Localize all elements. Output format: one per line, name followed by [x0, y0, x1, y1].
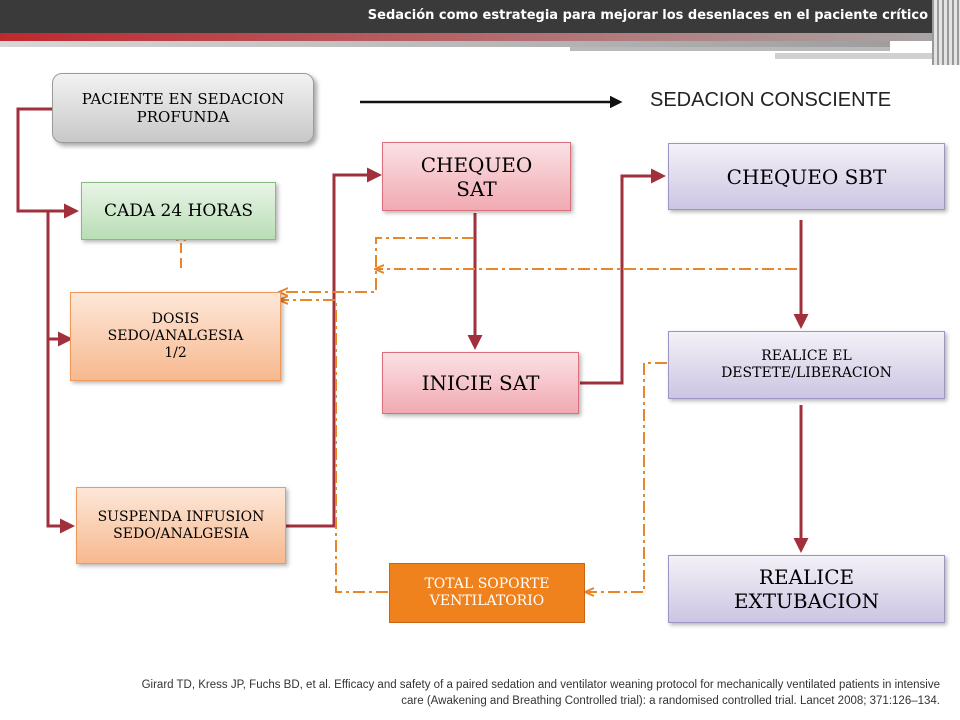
arrow-suspenda-to-chequeo-sat	[286, 167, 382, 528]
legend-sedacion-consciente: SEDACION CONSCIENTE	[650, 89, 892, 111]
dashed-destete-to-soporte	[586, 362, 667, 592]
accent-stripe-2	[0, 41, 890, 47]
arrow-inicie-to-chequeo-sbt	[580, 168, 666, 385]
node-cada-24-horas: CADA 24 HORAS	[81, 182, 276, 240]
node-label: SUSPENDA INFUSION SEDO/ANALGESIA	[97, 508, 265, 542]
header-bar: Sedación como estrategia para mejorar lo…	[0, 0, 960, 33]
node-label: REALICE EXTUBACION	[733, 565, 880, 613]
node-paciente-sedacion-profunda: PACIENTE EN SEDACION PROFUNDA	[52, 73, 314, 143]
dashed-sat-fail-to-dosis	[280, 237, 474, 292]
accent-stripe-5	[932, 0, 960, 65]
node-label: REALICE EL DESTETE/LIBERACION	[721, 348, 892, 381]
node-label: DOSIS SEDO/ANALGESIA 1/2	[107, 311, 244, 361]
node-total-soporte-ventilatorio: TOTAL SOPORTE VENTILATORIO	[389, 563, 585, 623]
node-label: INICIE SAT	[421, 371, 540, 395]
accent-stripe-4	[775, 53, 955, 59]
arrow-branch-dosis	[46, 211, 73, 347]
node-realice-extubacion: REALICE EXTUBACION	[668, 555, 945, 623]
node-label: PACIENTE EN SEDACION PROFUNDA	[81, 90, 285, 126]
node-inicie-sat: INICIE SAT	[382, 352, 579, 414]
arrow-branch-suspenda	[46, 339, 75, 534]
node-dosis-sedo-analgesia: DOSIS SEDO/ANALGESIA 1/2	[70, 292, 281, 381]
node-suspenda-infusion: SUSPENDA INFUSION SEDO/ANALGESIA	[76, 487, 286, 564]
slide-title: Sedación como estrategia para mejorar lo…	[367, 8, 928, 23]
node-label: CHEQUEO SBT	[726, 164, 887, 189]
node-label: CADA 24 HORAS	[103, 200, 254, 221]
node-realice-destete: REALICE EL DESTETE/LIBERACION	[668, 331, 945, 399]
node-chequeo-sat: CHEQUEO SAT	[382, 142, 571, 211]
citation-reference: Girard TD, Kress JP, Fuchs BD, et al. Ef…	[141, 679, 940, 708]
dashed-soporte-to-dosis	[280, 300, 388, 593]
accent-stripe	[0, 33, 960, 41]
accent-stripe-3	[570, 47, 890, 51]
node-label: TOTAL SOPORTE VENTILATORIO	[424, 576, 550, 609]
node-label: CHEQUEO SAT	[420, 152, 533, 201]
node-chequeo-sbt: CHEQUEO SBT	[668, 143, 945, 210]
